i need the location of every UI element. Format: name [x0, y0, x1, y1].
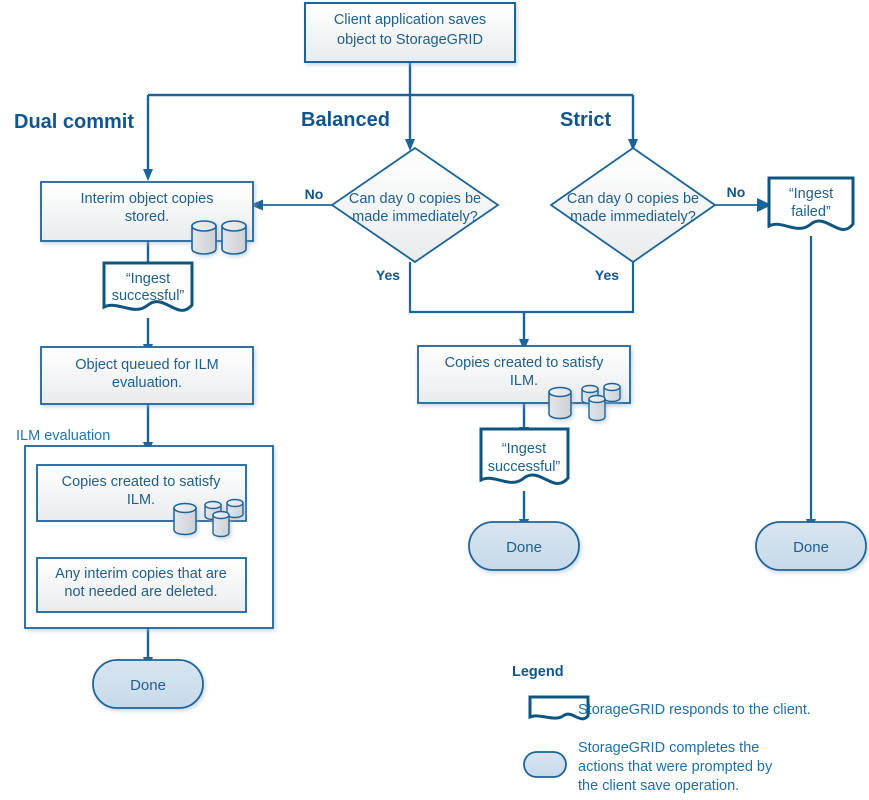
copies-created-middle-line2: ILM. — [510, 373, 538, 389]
branch-label-strict: Strict — [560, 109, 611, 131]
copies-created-left-line2: ILM. — [127, 492, 155, 508]
rounded-shape-icon — [523, 751, 567, 778]
done-left-node: Done — [92, 659, 204, 709]
branch-label-dual-commit: Dual commit — [14, 111, 134, 133]
ingest-successful-middle-node: “Ingest successful” — [479, 427, 570, 485]
strict-decision-node: Can day 0 copies be made immediately? — [549, 146, 717, 264]
arrowhead-balanced-no — [250, 199, 263, 211]
strict-decision-diamond — [549, 146, 717, 264]
balanced-decision-node: Can day 0 copies be made immediately? — [330, 146, 500, 264]
done-right-shape — [755, 521, 867, 571]
done-middle-label: Done — [506, 539, 542, 556]
interim-copies-node: Interim object copies stored. — [40, 181, 254, 255]
done-middle-shape — [468, 521, 580, 571]
ingest-successful-middle-shape — [479, 427, 570, 485]
balanced-decision-line2: made immediately? — [352, 209, 478, 225]
legend-item-document: StorageGRID responds to the client. — [528, 695, 811, 721]
balanced-decision-diamond — [330, 146, 500, 264]
ingest-successful-middle-line1: “Ingest — [502, 441, 546, 457]
object-queued-line2: evaluation. — [112, 375, 182, 391]
interim-copies-line1: Interim object copies — [81, 191, 214, 207]
edge-label-no-balanced: No — [305, 186, 324, 202]
interim-copies-line2: stored. — [125, 209, 169, 225]
cylinder-icon — [191, 220, 217, 255]
cylinder-icon — [603, 382, 621, 403]
strict-decision-line1: Can day 0 copies be — [567, 191, 699, 207]
legend-item-rounded-line1: StorageGRID completes the — [578, 740, 759, 756]
interim-deleted-line1: Any interim copies that are — [55, 566, 227, 582]
done-left-label: Done — [130, 677, 166, 694]
ingest-successful-left-node: “Ingest successful” — [102, 261, 194, 312]
cylinder-icon — [588, 394, 606, 422]
interim-deleted-node: Any interim copies that are not needed a… — [36, 557, 247, 613]
object-queued-node: Object queued for ILM evaluation. — [40, 346, 254, 405]
legend-title: Legend — [512, 664, 564, 680]
ingest-successful-left-line1: “Ingest — [126, 271, 170, 287]
ingest-successful-middle-line2: successful” — [488, 459, 561, 475]
done-middle-node: Done — [468, 521, 580, 571]
arrowhead-strict-no — [757, 198, 772, 212]
cylinder-icon — [173, 502, 197, 536]
object-queued-box — [40, 346, 254, 405]
cylinder-pair-icon — [191, 220, 247, 255]
cylinder-icon — [548, 386, 572, 420]
legend-item-document-text: StorageGRID responds to the client. — [578, 702, 811, 718]
ingest-failed-shape — [767, 176, 855, 231]
ilm-evaluation-group-label: ILM evaluation — [16, 428, 110, 444]
cylinder-icon — [212, 510, 230, 538]
ilm-evaluation-group: Copies created to satisfy ILM. — [24, 445, 274, 629]
copies-created-middle-line1: Copies created to satisfy — [445, 355, 605, 371]
done-right-node: Done — [755, 521, 867, 571]
strict-decision-line2: made immediately? — [570, 209, 696, 225]
interim-deleted-box — [36, 557, 247, 613]
edge-strict-yes — [524, 262, 635, 314]
cylinder-icon — [226, 498, 244, 519]
legend: Legend StorageGRID responds to the clien… — [512, 664, 811, 794]
ingest-successful-left-shape — [102, 261, 194, 312]
legend-item-rounded: StorageGRID completes the actions that w… — [523, 740, 773, 794]
cylinder-cluster-icon — [173, 498, 244, 538]
start-node: Client application saves object to Stora… — [304, 2, 516, 63]
connector-layer — [143, 62, 816, 669]
document-shape-icon — [528, 695, 590, 721]
cylinder-icon — [221, 220, 247, 255]
done-left-shape — [92, 659, 204, 709]
edge-label-yes-balanced: Yes — [376, 267, 400, 283]
start-node-line1: Client application saves — [334, 12, 486, 28]
interim-copies-box — [40, 181, 254, 242]
ingest-failed-node: “Ingest failed” — [767, 176, 855, 231]
object-queued-line1: Object queued for ILM — [75, 357, 218, 373]
ingest-failed-line1: “Ingest — [789, 186, 833, 202]
legend-item-rounded-line3: the client save operation. — [578, 778, 739, 794]
done-right-label: Done — [793, 539, 829, 556]
start-node-line2: object to StorageGRID — [337, 32, 483, 48]
copies-created-middle-node: Copies created to satisfy ILM. — [417, 345, 631, 422]
copies-created-middle-box — [417, 345, 631, 404]
edge-balanced-yes — [408, 262, 524, 314]
branch-label-balanced: Balanced — [301, 109, 390, 131]
interim-deleted-line2: not needed are deleted. — [64, 584, 217, 600]
copies-created-left-line1: Copies created to satisfy — [62, 474, 222, 490]
balanced-decision-line1: Can day 0 copies be — [349, 191, 481, 207]
start-node-box — [304, 2, 516, 63]
ingest-successful-left-line2: successful” — [112, 288, 185, 304]
copies-created-left-node: Copies created to satisfy ILM. — [36, 464, 247, 538]
legend-item-rounded-line2: actions that were prompted by — [578, 759, 773, 775]
cylinder-cluster-icon — [548, 382, 621, 422]
edge-label-no-strict: No — [727, 184, 746, 200]
ingest-failed-line2: failed” — [791, 204, 831, 220]
edge-label-yes-strict: Yes — [595, 267, 619, 283]
